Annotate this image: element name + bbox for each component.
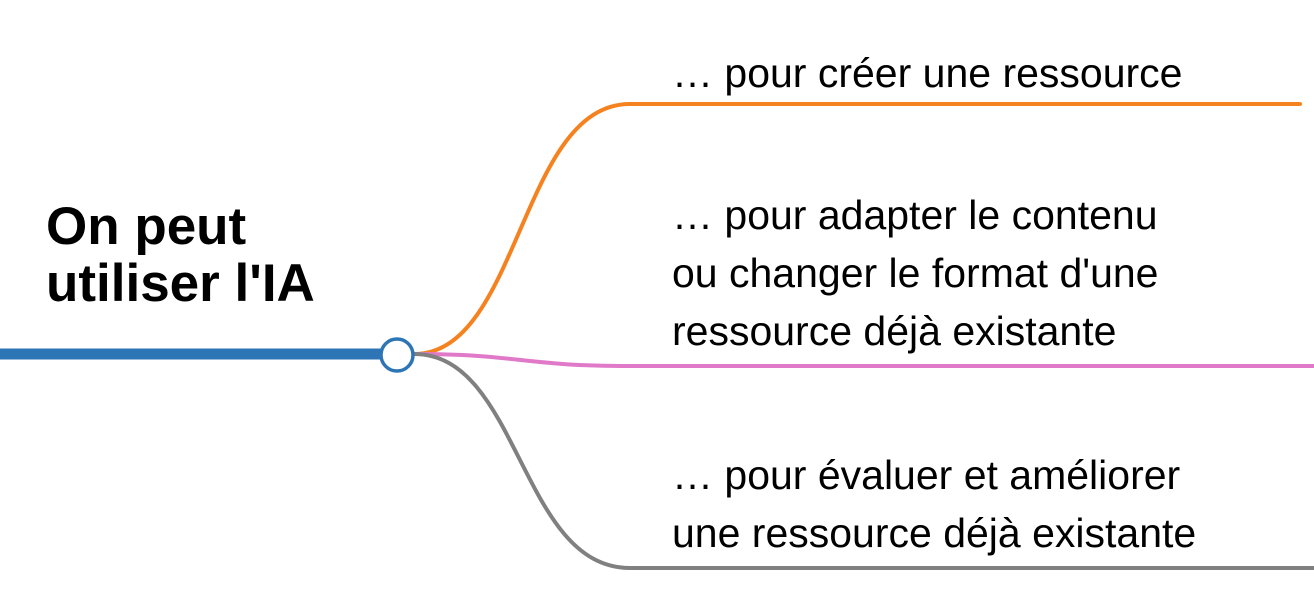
branch-connector-adapt xyxy=(412,352,1314,368)
root-node-circle[interactable] xyxy=(379,337,415,373)
root-topic-title: On peut utiliser l'IA xyxy=(46,197,315,313)
branch-connector-create xyxy=(412,102,1302,356)
branch-label-adapt: … pour adapter le contenu ou changer le … xyxy=(672,192,1159,354)
branch-connector-evaluate xyxy=(412,352,1314,570)
branch-label-create: … pour créer une ressource xyxy=(672,50,1183,96)
branch-label-evaluate: … pour évaluer et améliorer une ressourc… xyxy=(672,452,1197,556)
